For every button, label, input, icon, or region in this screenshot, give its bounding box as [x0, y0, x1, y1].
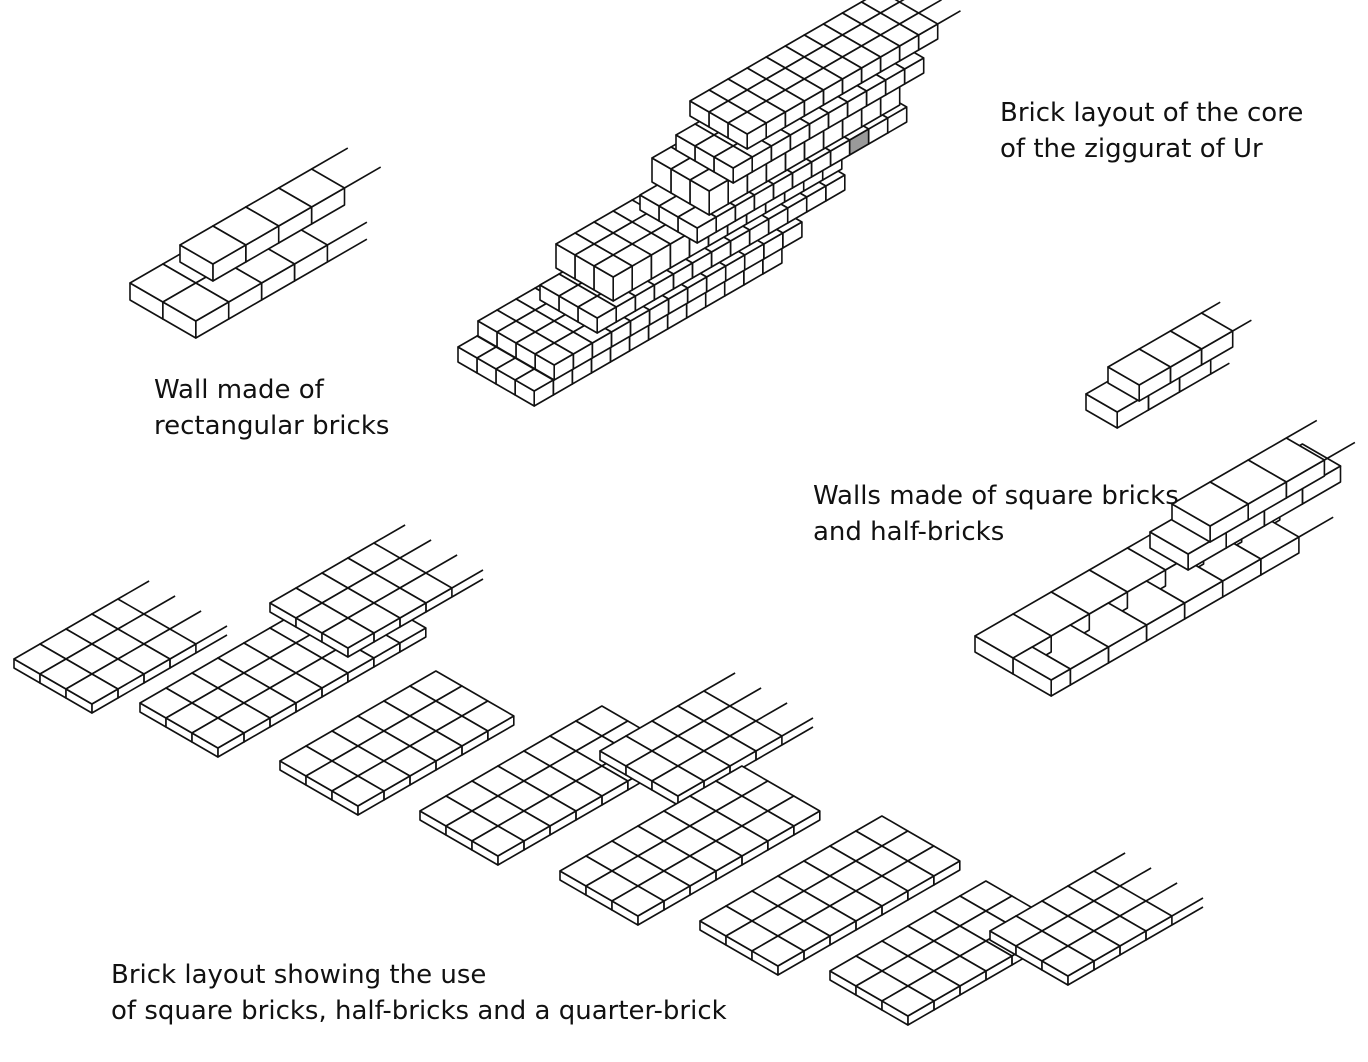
brick-course-line — [311, 147, 349, 170]
brick-course-line — [1232, 319, 1252, 332]
brick-course-line — [1093, 852, 1126, 872]
brick-course-line — [1210, 362, 1230, 375]
caption-floor-layout-line-1: Brick layout showing the use — [111, 960, 487, 990]
brick-course-line — [899, 0, 905, 3]
caption-rectangular-wall: Wall made of rectangular bricks — [154, 372, 389, 444]
brick-course-line — [781, 726, 814, 746]
brick-course-line — [937, 10, 961, 25]
caption-square-walls: Walls made of square bricks and half-bri… — [813, 478, 1179, 550]
brick-top-face — [1171, 481, 1249, 527]
brick-top-face — [65, 673, 119, 705]
brick-course-line — [451, 578, 484, 598]
brick-top-face — [751, 935, 805, 967]
caption-floor-layout: Brick layout showing the use of square b… — [111, 957, 727, 1029]
caption-square-walls-line-2: and half-bricks — [813, 517, 1005, 547]
brick-course-line — [1145, 882, 1178, 902]
brick-course-line — [918, 0, 942, 14]
ziggurat-core-drawing — [457, 0, 961, 407]
brick-course-line — [1171, 906, 1204, 926]
brick-course-line — [755, 702, 788, 722]
brick-course-line — [1119, 867, 1152, 887]
square-brick-wall-drawing — [974, 419, 1356, 697]
caption-ziggurat-line-1: Brick layout of the core — [1000, 98, 1304, 128]
brick-top-face — [1107, 348, 1172, 386]
brick-course-line — [1285, 419, 1318, 439]
brick-top-face — [727, 111, 768, 135]
brick-course-line — [425, 554, 458, 574]
caption-rectangular-wall-line-1: Wall made of — [154, 375, 324, 405]
brick-top-face — [1041, 945, 1095, 977]
brick-course-line — [703, 672, 736, 692]
brick-top-face — [331, 775, 385, 807]
brick-course-line — [373, 524, 406, 544]
brick-top-face — [162, 282, 230, 322]
brick-course-line — [451, 569, 484, 589]
brick-top-face — [611, 885, 665, 917]
brick-top-face — [471, 825, 525, 857]
caption-ziggurat: Brick layout of the core of the ziggurat… — [1000, 95, 1303, 167]
brick-top-face — [1012, 646, 1072, 681]
square-brick-wall-small-drawing — [1085, 301, 1252, 429]
brick-top-face — [593, 254, 634, 278]
brick-top-face — [713, 145, 754, 169]
brick-top-face — [179, 225, 247, 265]
caption-rectangular-wall-line-2: rectangular bricks — [154, 411, 390, 441]
brick-course-line — [195, 625, 228, 645]
brick-course-line — [344, 166, 382, 189]
brick-course-line — [1201, 301, 1221, 314]
brick-top-face — [534, 342, 575, 366]
caption-ziggurat-line-2: of the ziggurat of Ur — [1000, 134, 1263, 164]
brick-course-line — [1298, 516, 1334, 538]
rectangular-brick-wall-drawing — [129, 147, 382, 339]
brick-course-line — [399, 539, 432, 559]
brick-course-line — [117, 580, 150, 600]
brick-course-line — [1324, 441, 1356, 461]
caption-square-walls-line-1: Walls made of square bricks — [813, 481, 1179, 511]
brick-course-line — [143, 595, 176, 615]
brick-course-line — [195, 634, 228, 654]
brick-course-line — [169, 610, 202, 630]
floor-brick-layout-drawing — [13, 524, 1204, 1026]
brick-top-face — [577, 295, 618, 319]
brick-top-face — [881, 985, 935, 1017]
brick-top-face — [651, 765, 705, 797]
brick-top-face — [321, 617, 375, 649]
caption-floor-layout-line-2: of square bricks, half-bricks and a quar… — [111, 996, 727, 1026]
brick-top-face — [191, 717, 245, 749]
brick-course-line — [729, 687, 762, 707]
brick-course-line — [327, 238, 368, 263]
brick-course-line — [781, 717, 814, 737]
brick-course-line — [327, 221, 368, 246]
brick-course-line — [1171, 897, 1204, 917]
